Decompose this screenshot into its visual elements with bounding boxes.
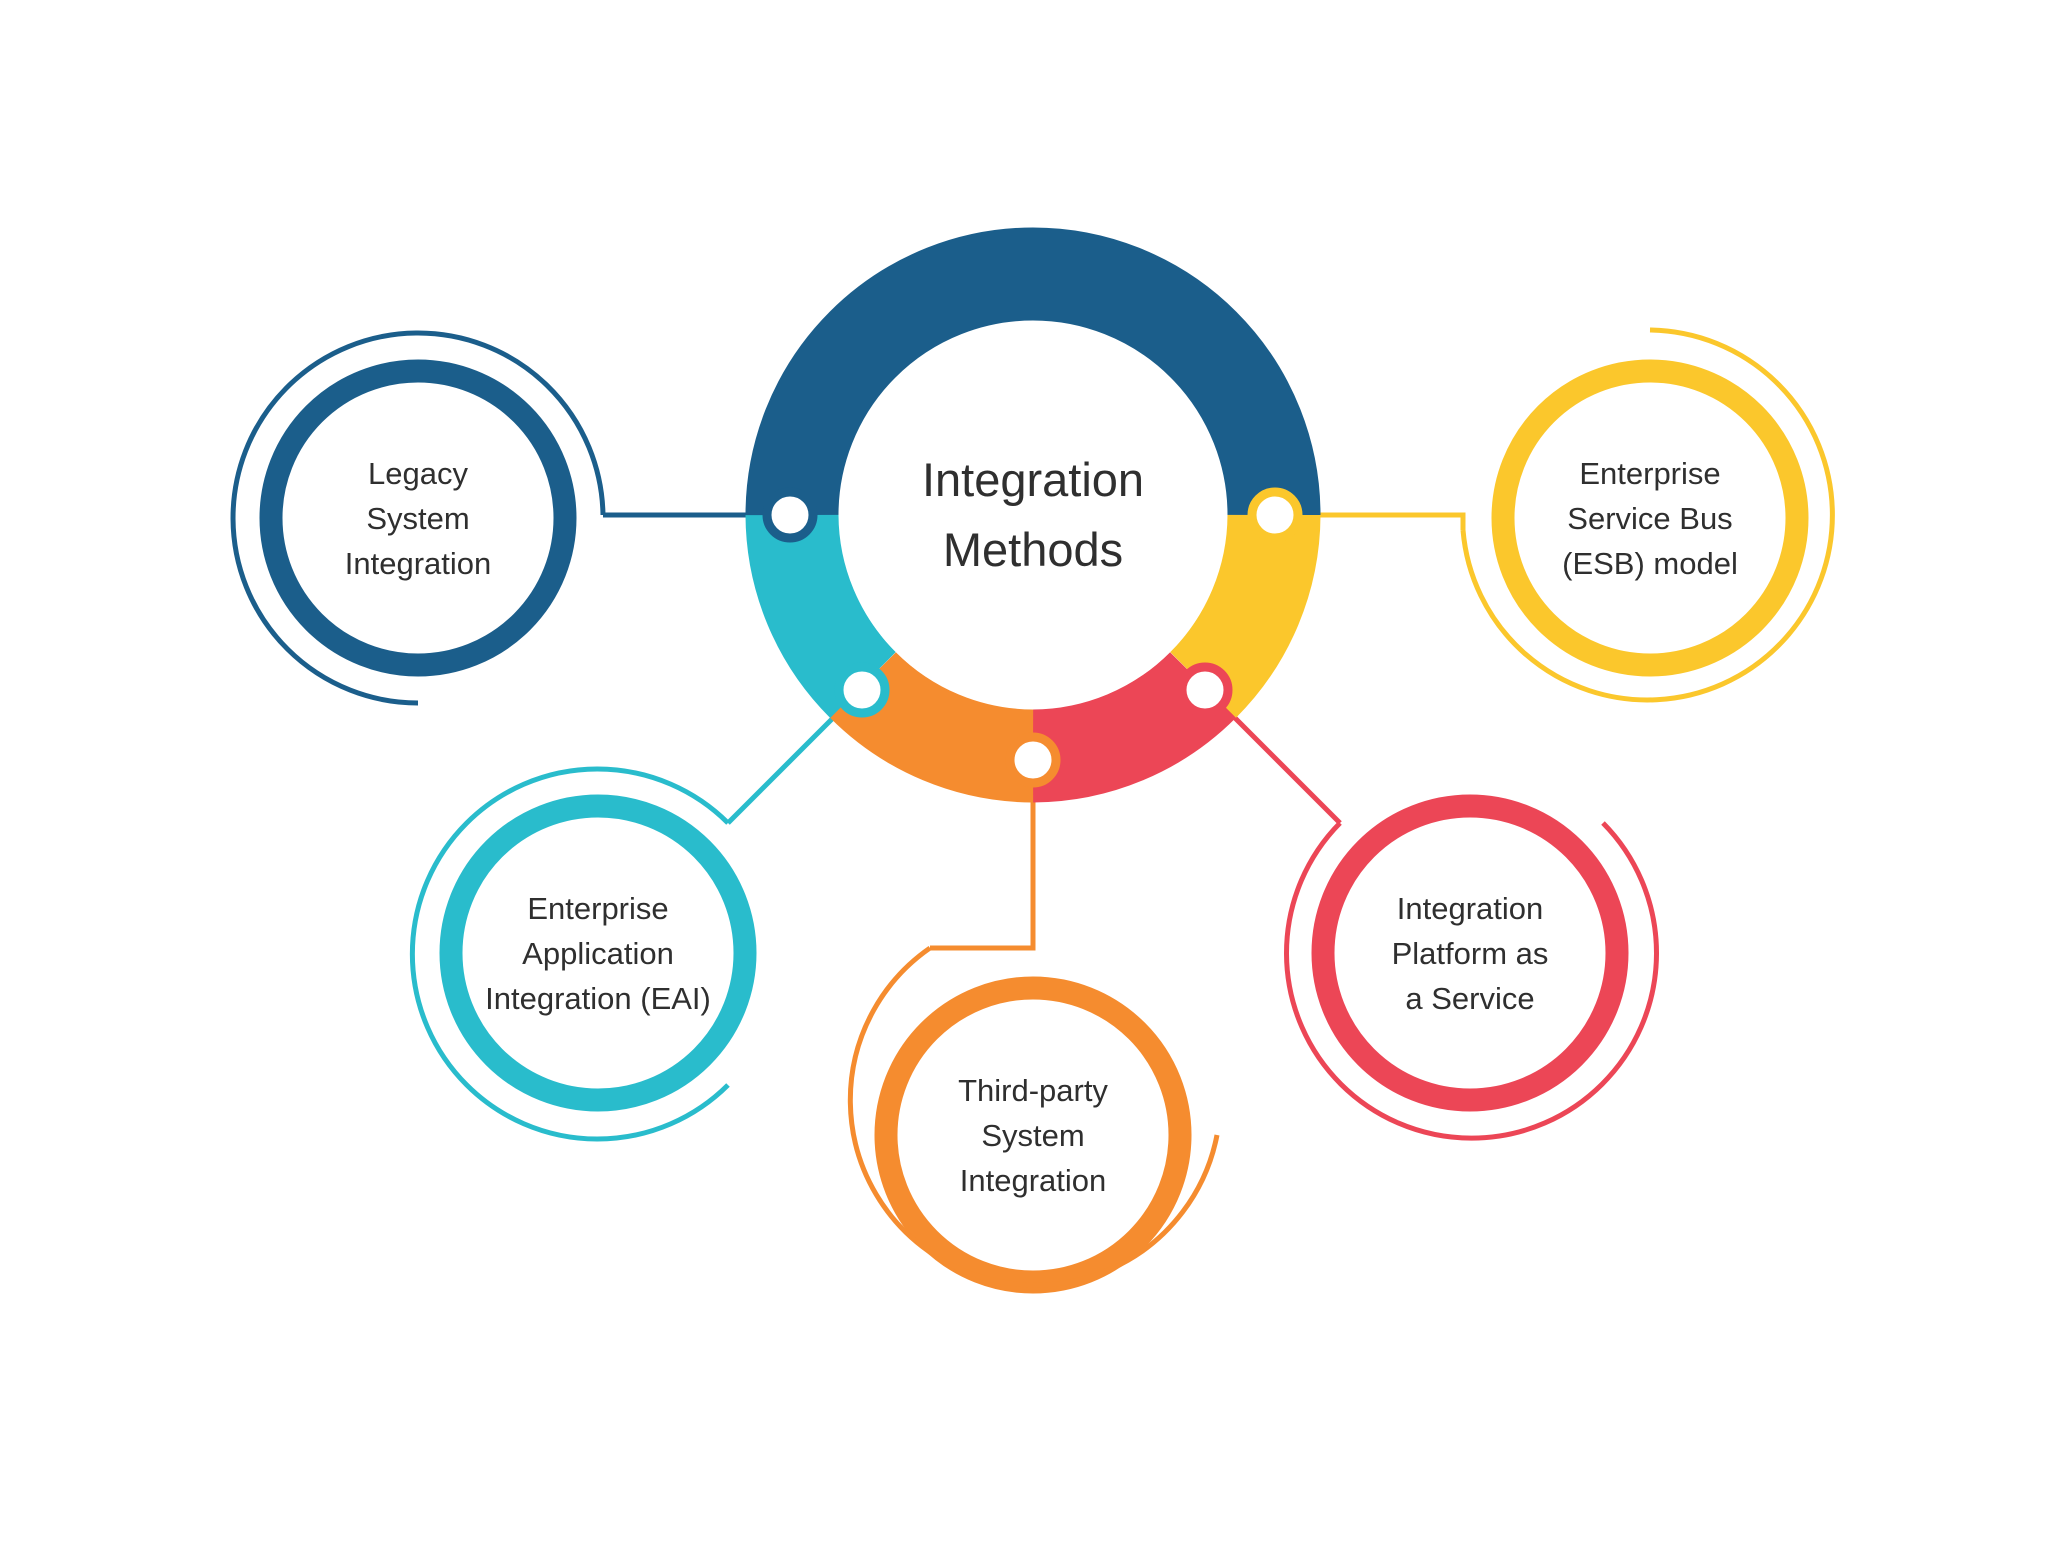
node-label-esb: Enterprise Service Bus (ESB) model xyxy=(1562,455,1738,581)
node-outer-arc xyxy=(409,766,730,1142)
connector-esb xyxy=(1275,512,1466,530)
node-label-third-party: Third-party System Integration xyxy=(958,1072,1108,1198)
node-esb xyxy=(1460,327,1835,703)
ring-joints xyxy=(762,487,1303,788)
node-outer-arc xyxy=(1460,327,1835,703)
node-legacy xyxy=(230,330,606,706)
node-label-legacy: Legacy System Integration xyxy=(344,455,492,581)
node-outer-arc xyxy=(847,945,1220,1288)
node-outer-arc xyxy=(1284,821,1659,1141)
joint-eai xyxy=(834,662,890,718)
node-ring xyxy=(259,359,577,677)
node-ring xyxy=(439,794,757,1112)
joint-esb xyxy=(1247,487,1303,543)
ring-segment-top xyxy=(745,227,1321,516)
node-ipaas xyxy=(1284,794,1659,1141)
node-ring xyxy=(1491,359,1809,677)
node-label-ipaas: Integration Platform as a Service xyxy=(1391,890,1549,1016)
node-outer-arc xyxy=(230,330,606,706)
connector-third-party xyxy=(930,757,1036,951)
node-third-party xyxy=(847,945,1220,1294)
node-eai xyxy=(409,766,757,1142)
joint-legacy xyxy=(762,487,818,543)
center-title: Integration Methods xyxy=(921,453,1145,576)
joint-ipaas xyxy=(1177,662,1233,718)
node-ring xyxy=(874,976,1192,1294)
center-circle xyxy=(839,321,1227,709)
node-label-eai: Enterprise Application Integration (EAI) xyxy=(485,890,711,1016)
joint-third-party xyxy=(1005,732,1061,788)
node-ring xyxy=(1311,794,1629,1112)
